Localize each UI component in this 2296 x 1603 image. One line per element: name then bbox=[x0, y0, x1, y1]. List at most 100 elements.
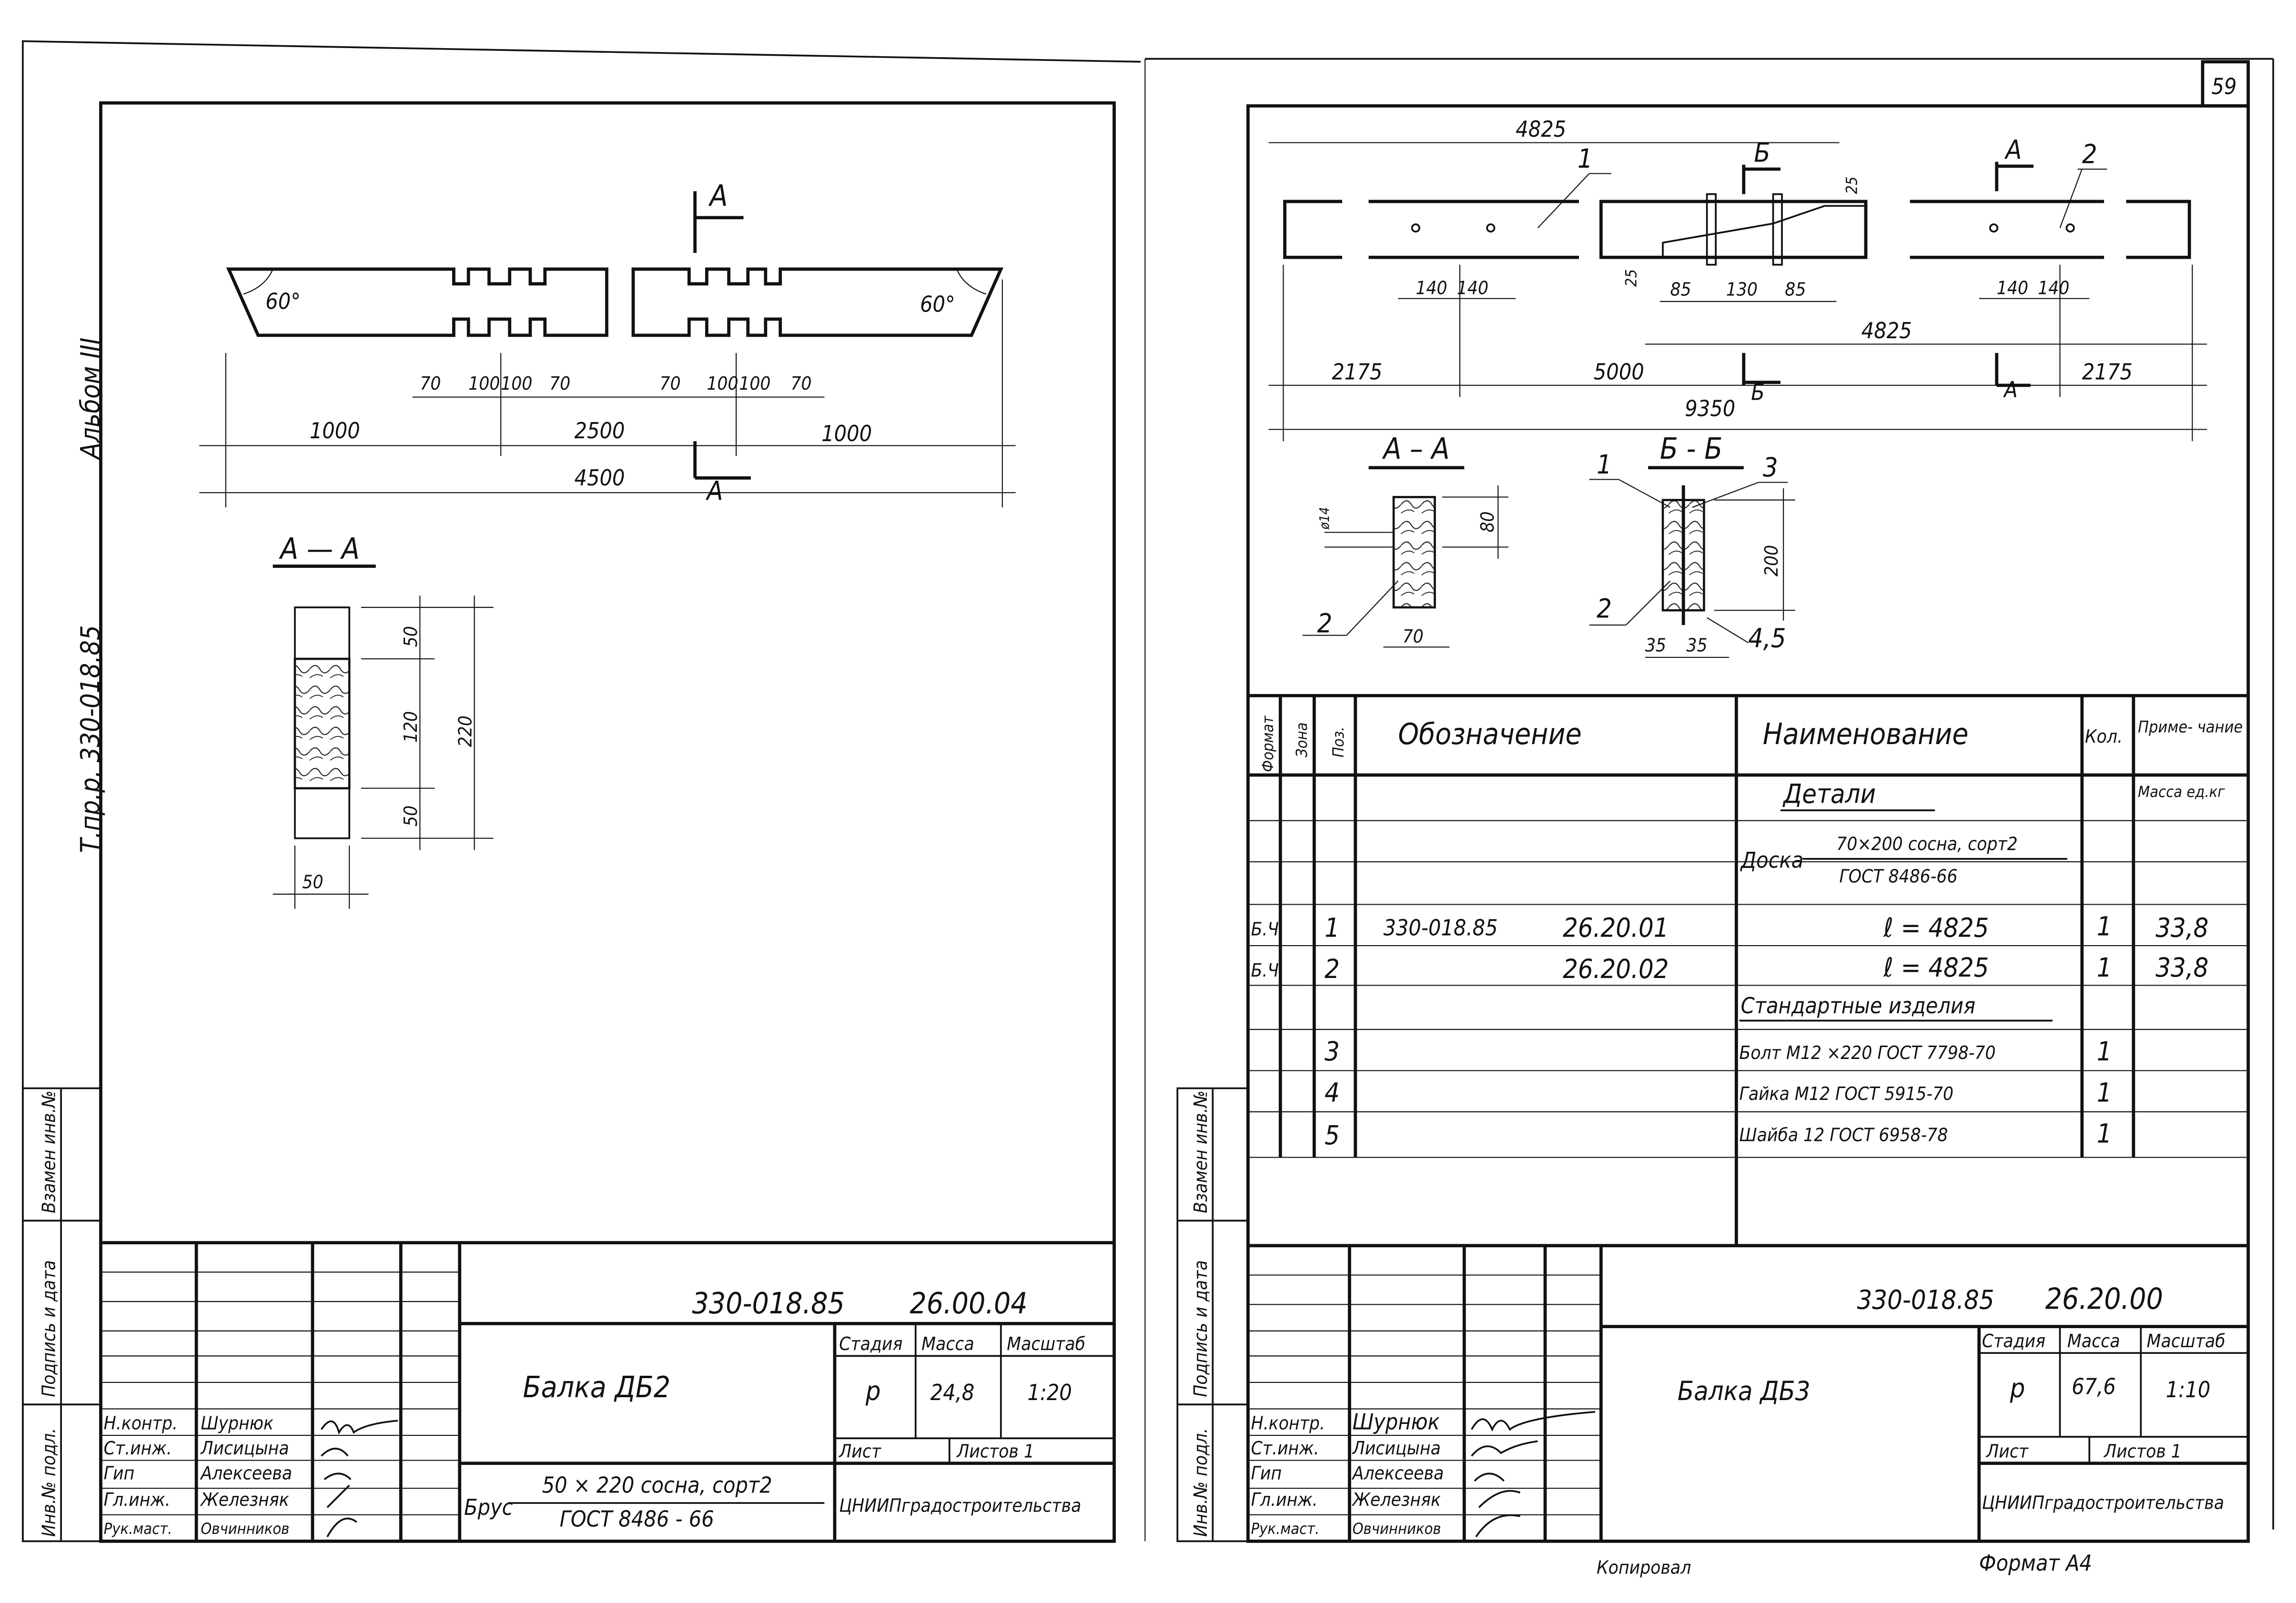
signer-name: Шурнюк bbox=[201, 1413, 273, 1434]
mass-label: Масса bbox=[921, 1333, 974, 1355]
material-top: 50 × 220 сосна, сорт2 bbox=[542, 1472, 772, 1498]
sheet-borders bbox=[21, 40, 2275, 1542]
cell-pos: 5 bbox=[1325, 1120, 1340, 1151]
cell-note: 33,8 bbox=[2155, 913, 2208, 944]
dim-label: 85 bbox=[1670, 279, 1691, 301]
dim-label: 220 bbox=[455, 716, 476, 747]
dim-total: 9350 bbox=[1685, 396, 1735, 422]
signer-role: Н.контр. bbox=[104, 1413, 178, 1434]
pos-callout: 2 bbox=[1597, 594, 1612, 625]
section-title: А — А bbox=[279, 532, 360, 566]
section-mark: Б bbox=[1754, 138, 1770, 169]
pos-callout: 1 bbox=[1597, 449, 1612, 480]
signature-date-label: Подпись и дата bbox=[39, 1260, 60, 1397]
note-mass: Масса ед.кг bbox=[2138, 783, 2225, 801]
signers: Н.контр. Шурнюк Ст.инж. Лисицына Гип Але… bbox=[104, 1413, 398, 1538]
beam-db3-drawing: 4825 1 2 Б А 25 25 140 140 140 140 85 13… bbox=[1268, 116, 2207, 442]
signer-role: Рук.маст. bbox=[1251, 1520, 1320, 1538]
col-header-qty: Кол. bbox=[2085, 726, 2123, 747]
dim-label: 85 bbox=[1785, 279, 1806, 301]
dim-label: 70 bbox=[549, 373, 570, 394]
cell-pos: 1 bbox=[1325, 913, 1340, 944]
signer-role: Рук.маст. bbox=[104, 1520, 172, 1538]
dim-label: 70 bbox=[660, 373, 681, 394]
cell-pos: 2 bbox=[1325, 954, 1340, 985]
inv-podl-label: Инв.№ подл. bbox=[1190, 1428, 1212, 1537]
material-top: 70×200 сосна, сорт2 bbox=[1836, 833, 2018, 855]
section-mark-top: А bbox=[708, 179, 728, 213]
dim-label: 35 bbox=[1686, 635, 1707, 656]
dim-label: 100 bbox=[707, 373, 738, 394]
dim-label: 4,5 bbox=[1748, 623, 1786, 654]
cell-pos: 3 bbox=[1325, 1036, 1340, 1067]
cell-number: 26.20.01 bbox=[1563, 913, 1669, 944]
dim-label: 2500 bbox=[575, 418, 625, 444]
dim-label: 120 bbox=[400, 711, 422, 743]
doc-number: 26.20.00 bbox=[2045, 1282, 2163, 1316]
table-row: 3 Болт М12 ×220 ГОСТ 7798-70 1 bbox=[1325, 1036, 2112, 1067]
dim-label: 5000 bbox=[1594, 359, 1644, 384]
material-prefix: Брус bbox=[464, 1494, 513, 1520]
left-frame bbox=[99, 101, 1116, 1543]
signer-role: Ст.инж. bbox=[104, 1438, 172, 1459]
footer-copied: Копировал bbox=[1597, 1557, 1691, 1578]
signer-role: Гл.инж. bbox=[104, 1489, 171, 1511]
cell-code: 330-018.85 bbox=[1383, 915, 1497, 940]
dim-label: 50 bbox=[302, 872, 323, 893]
signer-name: Лисицына bbox=[1352, 1438, 1441, 1459]
page-number: 59 bbox=[2212, 74, 2237, 100]
left-sheet: Инв.№ подл. Подпись и дата Взамен инв.№ … bbox=[21, 101, 1116, 1543]
stage-value: р bbox=[2010, 1373, 2025, 1404]
replace-inv-label: Взамен инв.№ bbox=[1190, 1090, 1212, 1213]
dim-label: ø14 bbox=[1316, 507, 1332, 530]
signer-role: Н.контр. bbox=[1251, 1413, 1325, 1434]
cell-name: Гайка М12 ГОСТ 5915-70 bbox=[1740, 1083, 1954, 1105]
doc-number: 26.00.04 bbox=[910, 1286, 1027, 1321]
signer-role: Гл.инж. bbox=[1251, 1489, 1318, 1511]
right-sheet: 59 Инв.№ подл. Подпись и дата Взамен инв… bbox=[1176, 60, 2250, 1578]
dim-label: 2175 bbox=[1332, 359, 1382, 384]
col-header-name: Наименование bbox=[1763, 717, 1969, 751]
footer-format: Формат А4 bbox=[1979, 1550, 2092, 1576]
section-title: А – А bbox=[1382, 432, 1449, 466]
stage-value: р bbox=[865, 1376, 881, 1407]
signer-name: Овчинников bbox=[1353, 1520, 1441, 1538]
dim-label: 140 bbox=[2038, 277, 2069, 299]
dim-label: 25 bbox=[1843, 176, 1861, 194]
scale-value: 1:20 bbox=[1027, 1380, 1072, 1405]
part-name: Балка ДБ2 bbox=[523, 1370, 670, 1404]
dim-label: 140 bbox=[1416, 277, 1447, 299]
angle-right: 60° bbox=[920, 291, 955, 317]
material-prefix: Доска bbox=[1740, 847, 1804, 873]
signer-name: Железняк bbox=[1352, 1489, 1441, 1511]
cell-pos: 4 bbox=[1325, 1077, 1340, 1108]
dim-label: 70 bbox=[790, 373, 811, 394]
cell-qty: 1 bbox=[2097, 911, 2112, 942]
cell-qty: 1 bbox=[2097, 952, 2112, 983]
pos-callout: 2 bbox=[2082, 139, 2097, 170]
section-mark: А bbox=[2003, 377, 2017, 403]
dim-label: 100 bbox=[739, 373, 770, 394]
page-number-box bbox=[2201, 60, 2250, 108]
col-header-zone: Зона bbox=[1293, 722, 1311, 757]
part-name: Балка ДБ3 bbox=[1678, 1376, 1811, 1407]
signer-name: Алексеева bbox=[1352, 1463, 1444, 1484]
signer-name: Железняк bbox=[200, 1489, 289, 1511]
col-header-note: Приме- чание bbox=[2138, 717, 2243, 736]
dim-label: 1000 bbox=[821, 421, 872, 446]
pos-callout: 3 bbox=[1763, 452, 1778, 483]
dim-label: 50 bbox=[400, 626, 422, 647]
mass-value: 24,8 bbox=[931, 1380, 975, 1405]
material-bottom: ГОСТ 8486 - 66 bbox=[560, 1506, 714, 1532]
cell-qty: 1 bbox=[2097, 1077, 2112, 1108]
right-frame bbox=[1246, 104, 2250, 1543]
section-mark: Б bbox=[1751, 380, 1765, 405]
table-row: 5 Шайба 12 ГОСТ 6958-78 1 bbox=[1325, 1119, 2112, 1151]
sheet-label: Лист bbox=[838, 1441, 882, 1462]
stage-label: Стадия bbox=[839, 1333, 902, 1355]
signer-role: Гип bbox=[1251, 1463, 1282, 1484]
beam-db2-drawing: 60° 60° А А 70 100 100 70 70 100 100 70 … bbox=[199, 179, 1016, 508]
signer-name: Лисицына bbox=[200, 1438, 289, 1459]
dim-label: 4825 bbox=[1861, 318, 1912, 343]
